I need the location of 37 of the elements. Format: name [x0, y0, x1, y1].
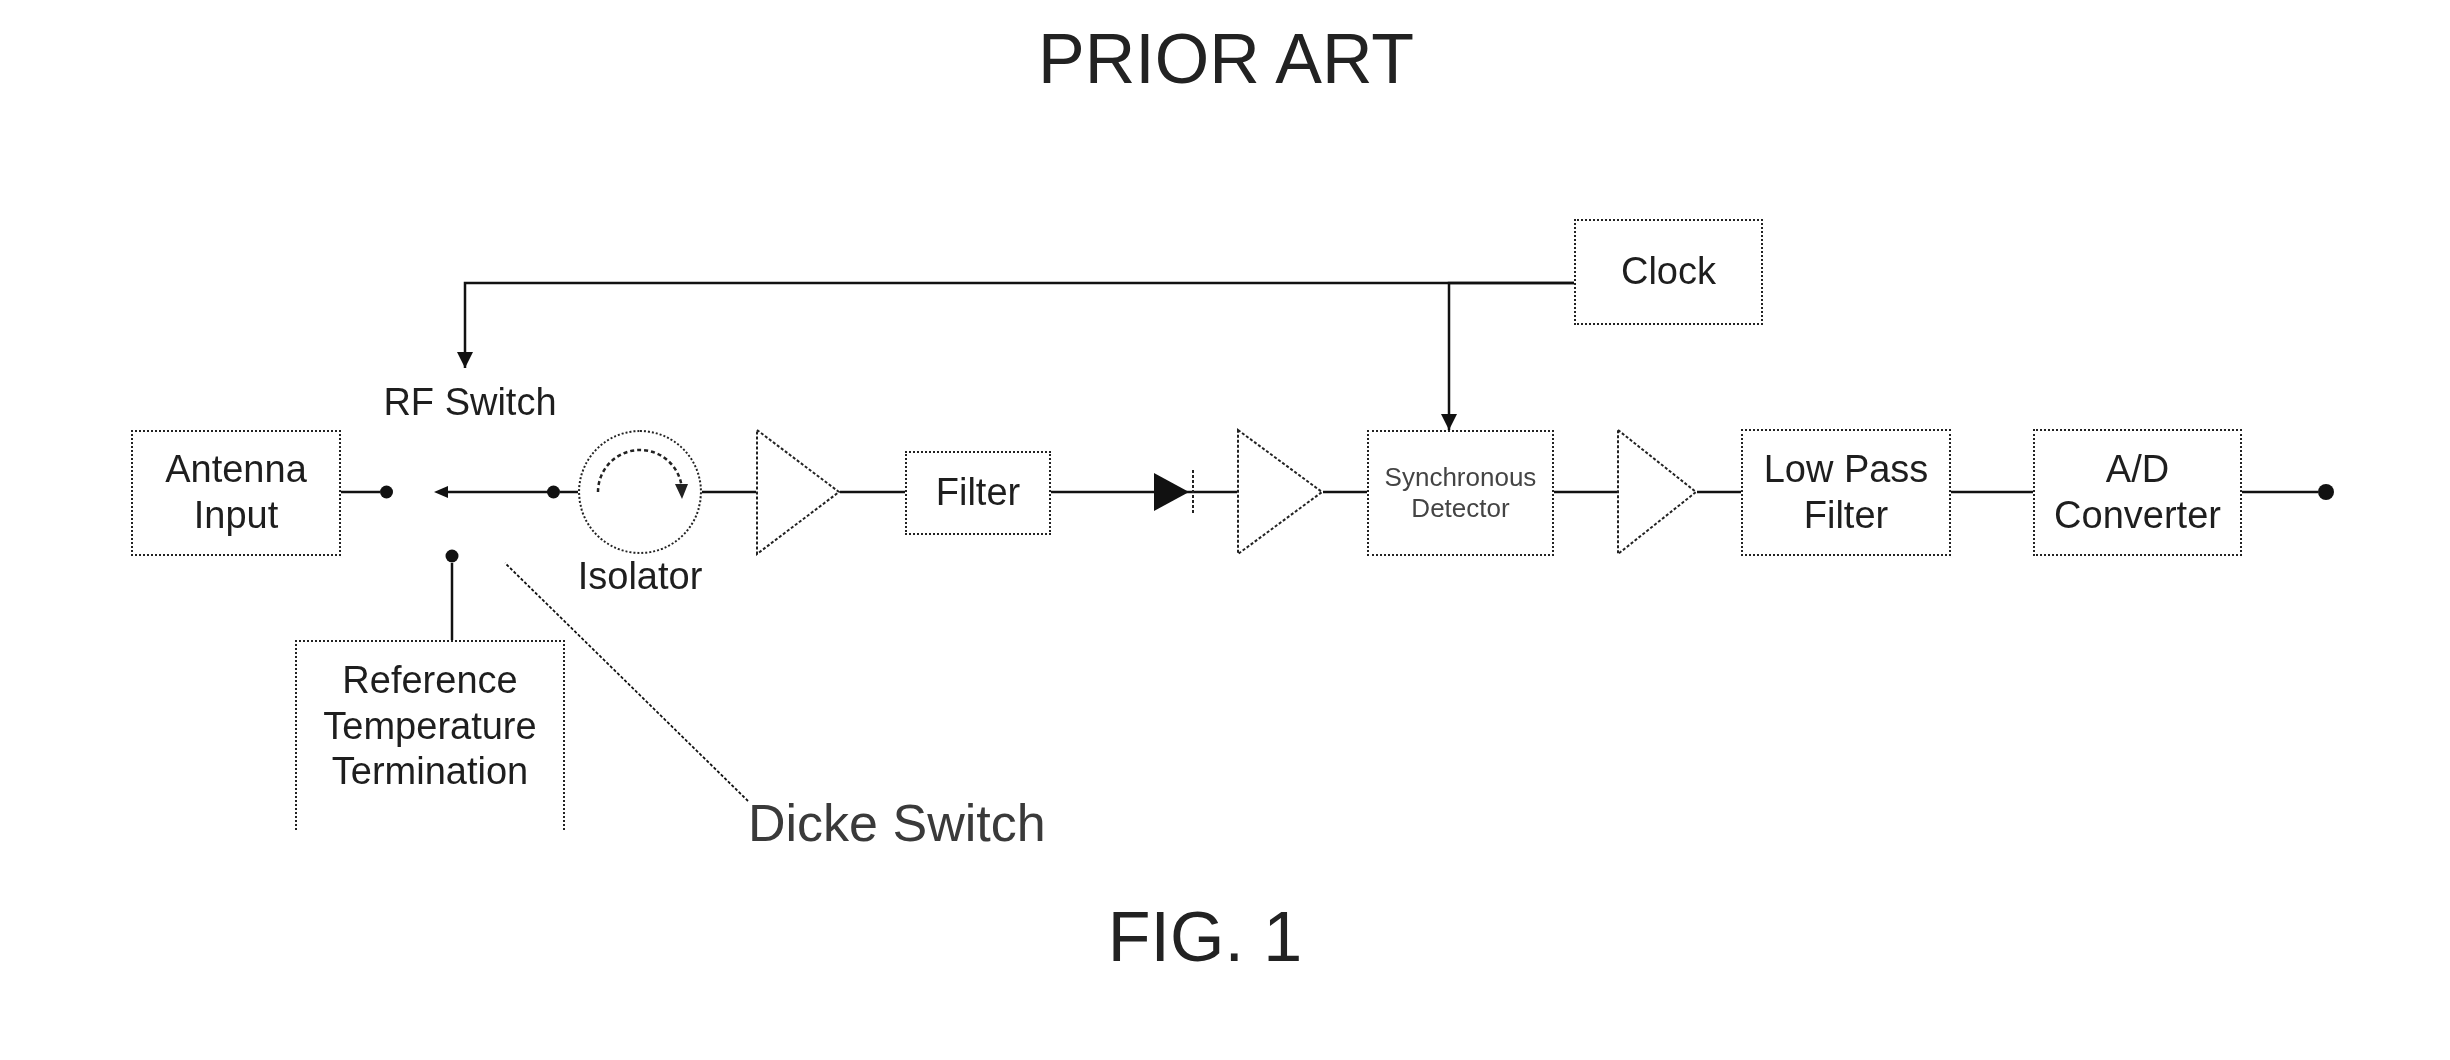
terminal-dot — [2318, 484, 2334, 500]
connector-line — [1198, 490, 1237, 494]
process-box — [1574, 219, 1763, 325]
block-label: Low Pass Filter — [1762, 446, 1930, 538]
switch-label: RF Switch — [382, 382, 558, 424]
connector-line — [1554, 490, 1617, 494]
process-box — [905, 451, 1051, 535]
amplifier-triangle — [1617, 429, 1697, 555]
leader-line — [504, 562, 749, 802]
process-box — [1741, 429, 1951, 556]
connector-line — [1951, 490, 2033, 494]
figure-caption: FIG. 1 — [1107, 902, 1303, 972]
block-label: Clock — [1621, 249, 1716, 295]
component-label: Isolator — [577, 556, 703, 598]
connector-line — [450, 563, 454, 640]
figure-heading: PRIOR ART — [1038, 24, 1414, 94]
block-label: A/D Converter — [2053, 446, 2222, 538]
process-box — [1367, 430, 1554, 556]
callout-label: Dicke Switch — [748, 795, 1046, 853]
connector-line — [2242, 490, 2318, 494]
process-box — [131, 430, 341, 556]
diode-symbol — [1153, 469, 1198, 515]
block-label: Filter — [935, 470, 1021, 516]
connector-line — [1323, 490, 1367, 494]
process-box — [2033, 429, 2242, 556]
process-box — [295, 640, 565, 830]
amplifier-triangle — [756, 429, 840, 555]
block-label: Synchronous Detector — [1383, 461, 1538, 525]
arrow — [457, 281, 1574, 368]
amplifier-triangle — [1237, 429, 1323, 555]
connector-line — [341, 490, 380, 494]
block-label: Antenna Input — [164, 447, 308, 538]
connector-line — [1051, 490, 1153, 494]
connector-line — [702, 490, 756, 494]
connector-line — [840, 490, 905, 494]
connector-line — [1697, 490, 1741, 494]
block-label: Reference Temperature Termination — [322, 658, 538, 795]
